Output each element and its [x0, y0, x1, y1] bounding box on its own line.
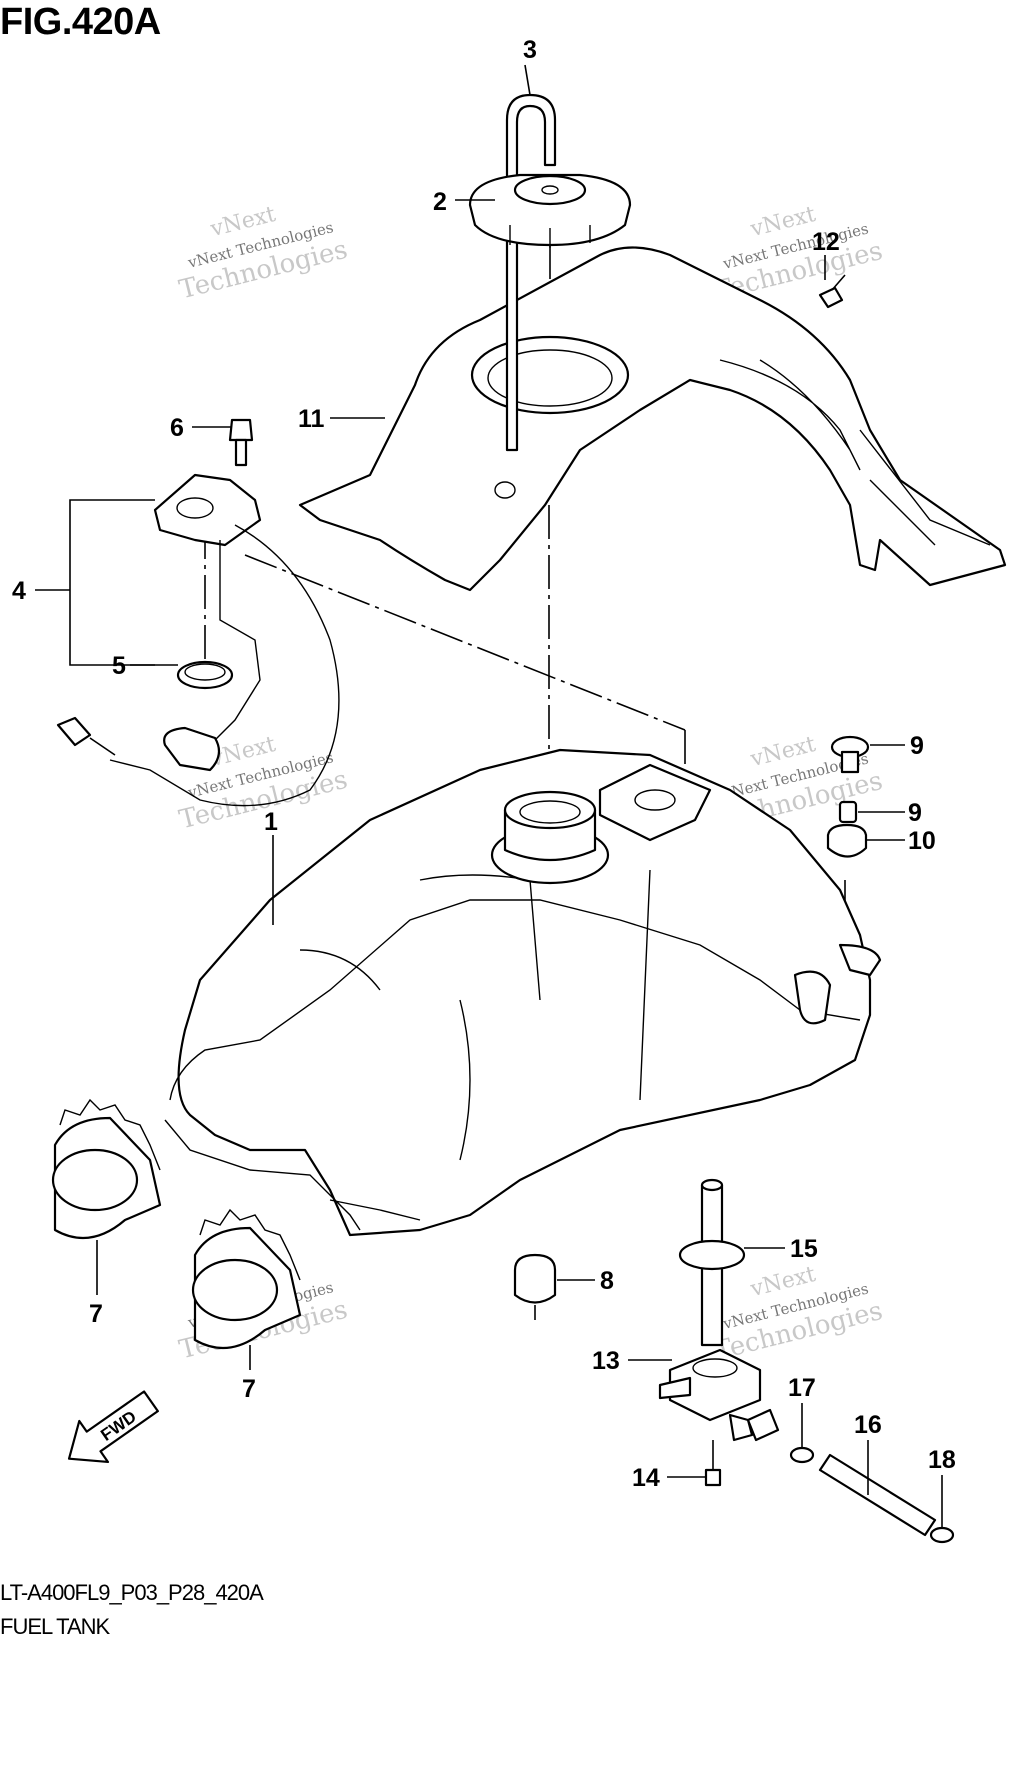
- pump-mount-hole: [634, 789, 676, 811]
- callout-7a: 7: [89, 1300, 103, 1328]
- callout-2: 2: [433, 188, 447, 216]
- fuel-cap-vent: [541, 185, 559, 195]
- pump-gasket: [176, 660, 234, 690]
- callouts: 3 2 12 11 6 4 5 1 9 9 10 7 7 8 15 13 14 …: [12, 36, 956, 1492]
- pump-bolt: [228, 418, 254, 467]
- fuel-pump-connector-lead: [89, 737, 116, 756]
- callout-18: 17: [788, 1374, 816, 1402]
- cover-body: [298, 246, 1007, 592]
- callout-3: 3: [523, 36, 537, 64]
- callout-8: 8: [600, 1267, 614, 1295]
- fuel-pump-flange: [153, 473, 262, 547]
- callout-4: 4: [12, 577, 26, 605]
- fuel-pump-float: [163, 726, 221, 772]
- pump-mount-flange: [598, 763, 712, 842]
- callout-10: 9: [908, 799, 922, 827]
- mount-cushion: [826, 823, 868, 858]
- mount-collar: [838, 800, 858, 824]
- tank-mount-hardware: [826, 735, 870, 858]
- cover-opening: [470, 335, 630, 415]
- strap-right-teeth: [199, 1208, 301, 1281]
- strap-left-teeth: [59, 1098, 161, 1171]
- fuel-cap-top: [513, 174, 587, 206]
- tank-mount-ear: [838, 943, 882, 977]
- tank-cushion-body: [513, 1253, 557, 1304]
- pump-gasket-outer: [176, 660, 234, 690]
- leader-lines: [35, 64, 943, 1527]
- fuel-valve-lever: [746, 1408, 780, 1442]
- fuel-valve-outlet-front: [728, 1413, 754, 1442]
- fuel-hose-set: [789, 1446, 955, 1544]
- callout-1: 1: [264, 808, 278, 836]
- cover-bolt: [818, 274, 846, 309]
- tank-recess: [793, 970, 832, 1025]
- callout-19: 18: [928, 1446, 956, 1474]
- fuel-tank: [164, 748, 882, 1237]
- fuel-valve-seat: [692, 1358, 738, 1378]
- tank-lower-edge: [164, 1119, 421, 1231]
- fuel-pump-arm: [209, 540, 261, 746]
- callout-16: 15: [790, 1235, 818, 1263]
- figure-title: FIG.420A: [0, 1, 161, 43]
- fuel-valve-oring: [678, 1239, 746, 1271]
- pump-bolt-head: [228, 418, 254, 442]
- fuel-valve-outlet-left: [658, 1376, 692, 1400]
- fuel-pump-wire: [109, 524, 340, 807]
- figure-name: FUEL TANK: [0, 1614, 110, 1639]
- fuel-pump-assembly: [56, 473, 340, 807]
- strap-right-ring: [191, 1258, 279, 1322]
- callout-17: 16: [854, 1411, 882, 1439]
- callout-15: 14: [632, 1464, 660, 1492]
- fwd-arrow: FWD: [67, 1390, 159, 1464]
- figure-code: LT-A400FL9_P03_P28_420A: [0, 1580, 264, 1605]
- watermark: vNext vNext Technologies Technologies: [176, 202, 350, 306]
- tank-strap-right: [191, 1208, 302, 1350]
- tank-contours: [299, 869, 651, 1161]
- fuel-pump-connector: [56, 716, 92, 747]
- fuel-cap: [468, 173, 632, 248]
- cover-hole: [494, 481, 516, 499]
- tank-body: [177, 748, 872, 1237]
- cover-rear-detail: [859, 429, 991, 546]
- callout-9: 9: [910, 732, 924, 760]
- callout-12: 11: [298, 405, 325, 433]
- callout-5: 5: [112, 652, 126, 680]
- cover-opening-inner: [487, 349, 613, 407]
- breather-hose: [505, 93, 557, 452]
- pump-bolt-shank: [234, 438, 248, 467]
- tank-strap-left: [51, 1098, 162, 1240]
- callout-11: 10: [908, 827, 936, 855]
- hose-clamp-lower: [929, 1526, 955, 1544]
- hose-clamp-upper: [789, 1446, 815, 1464]
- cover-bolt-head: [818, 286, 844, 309]
- strap-left-ring: [51, 1148, 139, 1212]
- leader-3: [524, 64, 531, 96]
- fwd-arrow-shape: [67, 1390, 159, 1464]
- fuel-cap-grip: [509, 225, 591, 248]
- callout-7b: 7: [242, 1375, 256, 1403]
- cover-bolt-shank: [831, 274, 846, 291]
- tank-cushion: [513, 1253, 557, 1320]
- tank-cover: [298, 246, 1007, 592]
- mount-bolt-shank: [840, 750, 860, 774]
- valve-screw-head: [704, 1468, 722, 1487]
- pump-axis-line: [244, 554, 686, 731]
- callout-14: 13: [592, 1347, 620, 1375]
- fuel-valve-tip: [700, 1178, 724, 1192]
- pump-gasket-inner: [184, 663, 226, 681]
- breather-hose-tube: [505, 93, 557, 452]
- fuel-pump-cap: [176, 497, 214, 519]
- tank-seam: [169, 899, 861, 1101]
- tank-filler-inner: [519, 800, 581, 824]
- callout-13: 12: [812, 228, 840, 256]
- leader-4-bracket: [69, 499, 155, 666]
- fuel-hose: [818, 1453, 937, 1537]
- fuel-valve: [658, 1178, 780, 1487]
- callout-6: 6: [170, 414, 184, 442]
- cover-rib: [719, 359, 861, 471]
